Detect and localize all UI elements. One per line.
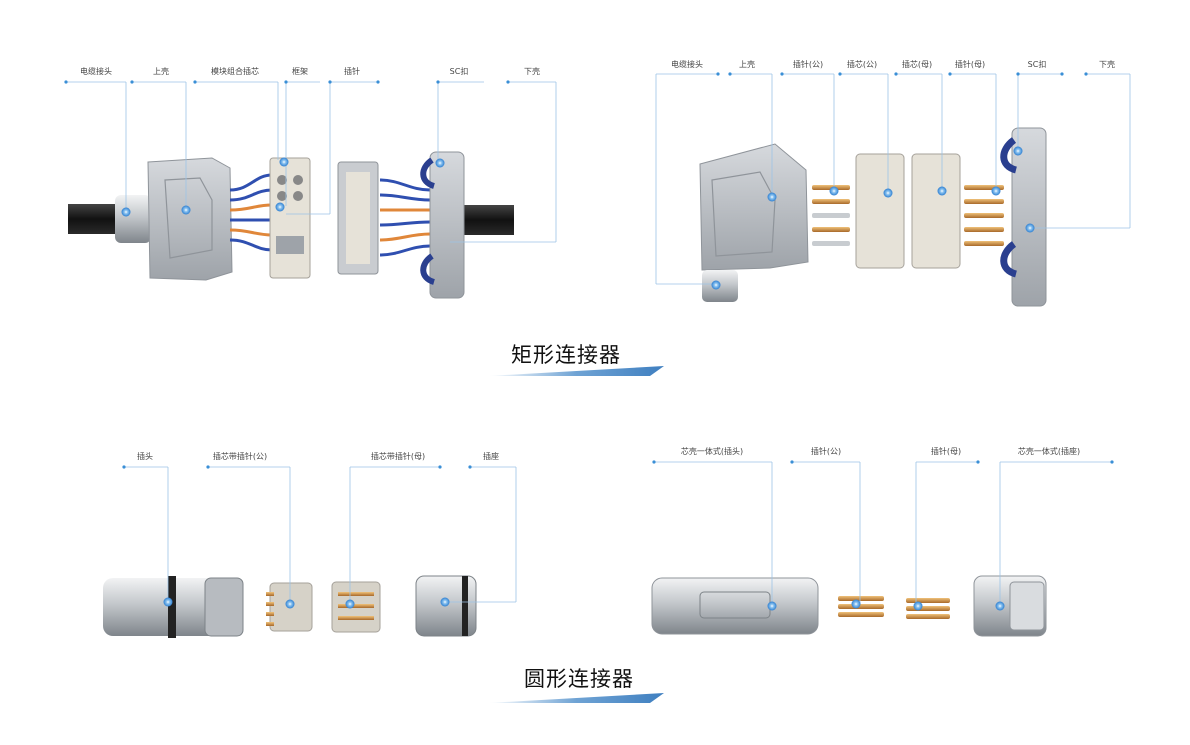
label-socket: 插座 xyxy=(483,452,499,461)
callout-markers-4 xyxy=(767,599,1005,611)
label-top-shell: 上壳 xyxy=(153,67,169,76)
label-integrated-plug: 芯壳一体式(插头) xyxy=(680,447,744,456)
label-female-insert-with-pins: 插芯带插针(母) xyxy=(370,452,426,461)
circular-connector-assembly-1 xyxy=(103,465,517,638)
title-underline-rectangular xyxy=(488,366,664,376)
sc-clip-bottom xyxy=(420,253,436,285)
callout-dots-2 xyxy=(716,72,1088,76)
bottom-housing-2 xyxy=(1011,127,1047,307)
top-housing-2 xyxy=(699,143,809,271)
sc-clip-bottom-2 xyxy=(1000,241,1018,278)
male-pins-2 xyxy=(838,596,884,617)
rect-connector-assembly-2 xyxy=(655,72,1131,307)
label-male-insert-with-pins: 插芯带插针(公) xyxy=(212,452,268,461)
callout-markers-3 xyxy=(163,597,450,609)
female-pins-2 xyxy=(906,598,950,619)
rect-connector-assembly-1 xyxy=(64,80,557,299)
label-cable-gland-2: 电缆接头 xyxy=(671,60,703,69)
label-frame: 框架 xyxy=(292,67,308,76)
callout-dots-4 xyxy=(652,460,1114,464)
label-male-insert: 插芯(公) xyxy=(846,60,878,69)
modular-insert xyxy=(269,157,311,279)
female-pins xyxy=(964,185,1004,246)
bottom-housing xyxy=(429,151,465,299)
female-insert xyxy=(911,153,961,269)
label-male-pin-2: 插针(公) xyxy=(810,447,842,456)
callout-lines-3 xyxy=(124,466,517,603)
circular-connector-assembly-2 xyxy=(651,460,1114,637)
label-bottom-shell-2: 下壳 xyxy=(1099,60,1115,69)
callout-lines xyxy=(66,81,557,243)
label-male-pin: 插针(公) xyxy=(792,60,824,69)
label-bottom-shell: 下壳 xyxy=(524,67,540,76)
callout-markers-2 xyxy=(711,146,1035,290)
label-plug: 插头 xyxy=(137,452,153,461)
label-female-insert: 插芯(母) xyxy=(901,60,933,69)
label-sc-clip-2: SC扣 xyxy=(1027,60,1047,69)
label-female-pin-2: 插针(母) xyxy=(930,447,962,456)
label-pin: 插针 xyxy=(344,67,360,76)
label-female-pin: 插针(母) xyxy=(954,60,986,69)
label-top-shell-2: 上壳 xyxy=(739,60,755,69)
top-housing xyxy=(147,157,233,281)
callout-markers xyxy=(121,157,445,217)
callout-lines-2 xyxy=(655,73,1131,285)
callout-dots-3 xyxy=(122,465,472,469)
section-title-rectangular: 矩形连接器 xyxy=(511,343,621,367)
label-integrated-socket: 芯壳一体式(插座) xyxy=(1017,447,1081,456)
male-pins xyxy=(812,185,850,246)
cable-gland xyxy=(115,195,151,243)
sc-clip-top xyxy=(420,157,436,189)
callout-lines-4 xyxy=(654,461,1112,604)
callout-dots xyxy=(64,80,510,84)
label-cable-gland: 电缆接头 xyxy=(80,67,112,76)
sc-clip-top-2 xyxy=(1000,137,1018,174)
title-underline-circular xyxy=(488,693,664,703)
label-sc-clip: SC扣 xyxy=(449,67,469,76)
integrated-plug-body xyxy=(651,577,819,635)
section-title-circular: 圆形连接器 xyxy=(524,667,634,691)
wire-bundle xyxy=(229,173,431,257)
label-modular-insert: 模块组合插芯 xyxy=(211,67,259,76)
male-insert xyxy=(855,153,905,269)
